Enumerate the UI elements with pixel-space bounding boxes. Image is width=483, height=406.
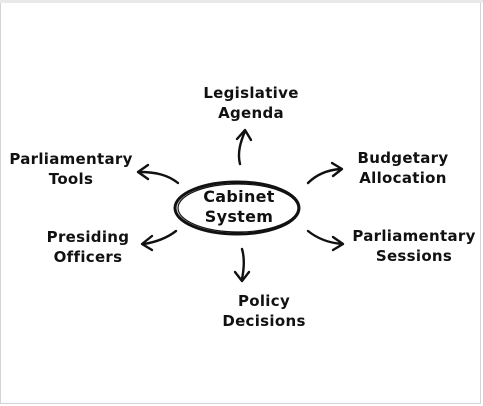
node-line-1: Parliamentary: [9, 150, 133, 168]
arrow-to-parliamentary-sessions: [306, 229, 345, 252]
node-budgetary-allocation: Budgetary Allocation: [345, 148, 461, 188]
node-line-2: Officers: [53, 248, 123, 266]
arrow-to-legislative-agenda: [235, 128, 253, 166]
center-ellipse-inner: [177, 183, 299, 233]
node-line-1: Legislative: [203, 84, 299, 102]
node-parliamentary-sessions: Parliamentary Sessions: [345, 226, 483, 266]
node-line-1: Parliamentary: [352, 227, 476, 245]
node-line-2: Sessions: [375, 247, 453, 265]
node-legislative-agenda: Legislative Agenda: [191, 83, 311, 123]
center-node-label: Cabinet System: [178, 187, 300, 227]
node-line-2: Tools: [48, 170, 94, 188]
node-parliamentary-tools: Parliamentary Tools: [2, 149, 140, 189]
node-policy-decisions: Policy Decisions: [204, 291, 324, 331]
arrow-to-policy-decisions: [233, 247, 251, 283]
node-line-1: Policy: [237, 292, 291, 310]
arrow-to-parliamentary-tools: [136, 163, 180, 185]
center-line-2: System: [204, 207, 274, 226]
frame-top-bar: [0, 0, 483, 3]
arrow-to-budgetary-allocation: [306, 161, 344, 185]
node-line-1: Presiding: [46, 228, 130, 246]
node-line-2: Allocation: [359, 169, 447, 187]
center-ellipse: [173, 180, 301, 236]
node-line-1: Budgetary: [357, 149, 449, 167]
node-line-2: Agenda: [218, 104, 284, 122]
center-line-1: Cabinet: [203, 187, 275, 206]
arrow-to-presiding-officers: [140, 229, 178, 252]
node-presiding-officers: Presiding Officers: [36, 227, 140, 267]
node-line-2: Decisions: [222, 312, 306, 330]
